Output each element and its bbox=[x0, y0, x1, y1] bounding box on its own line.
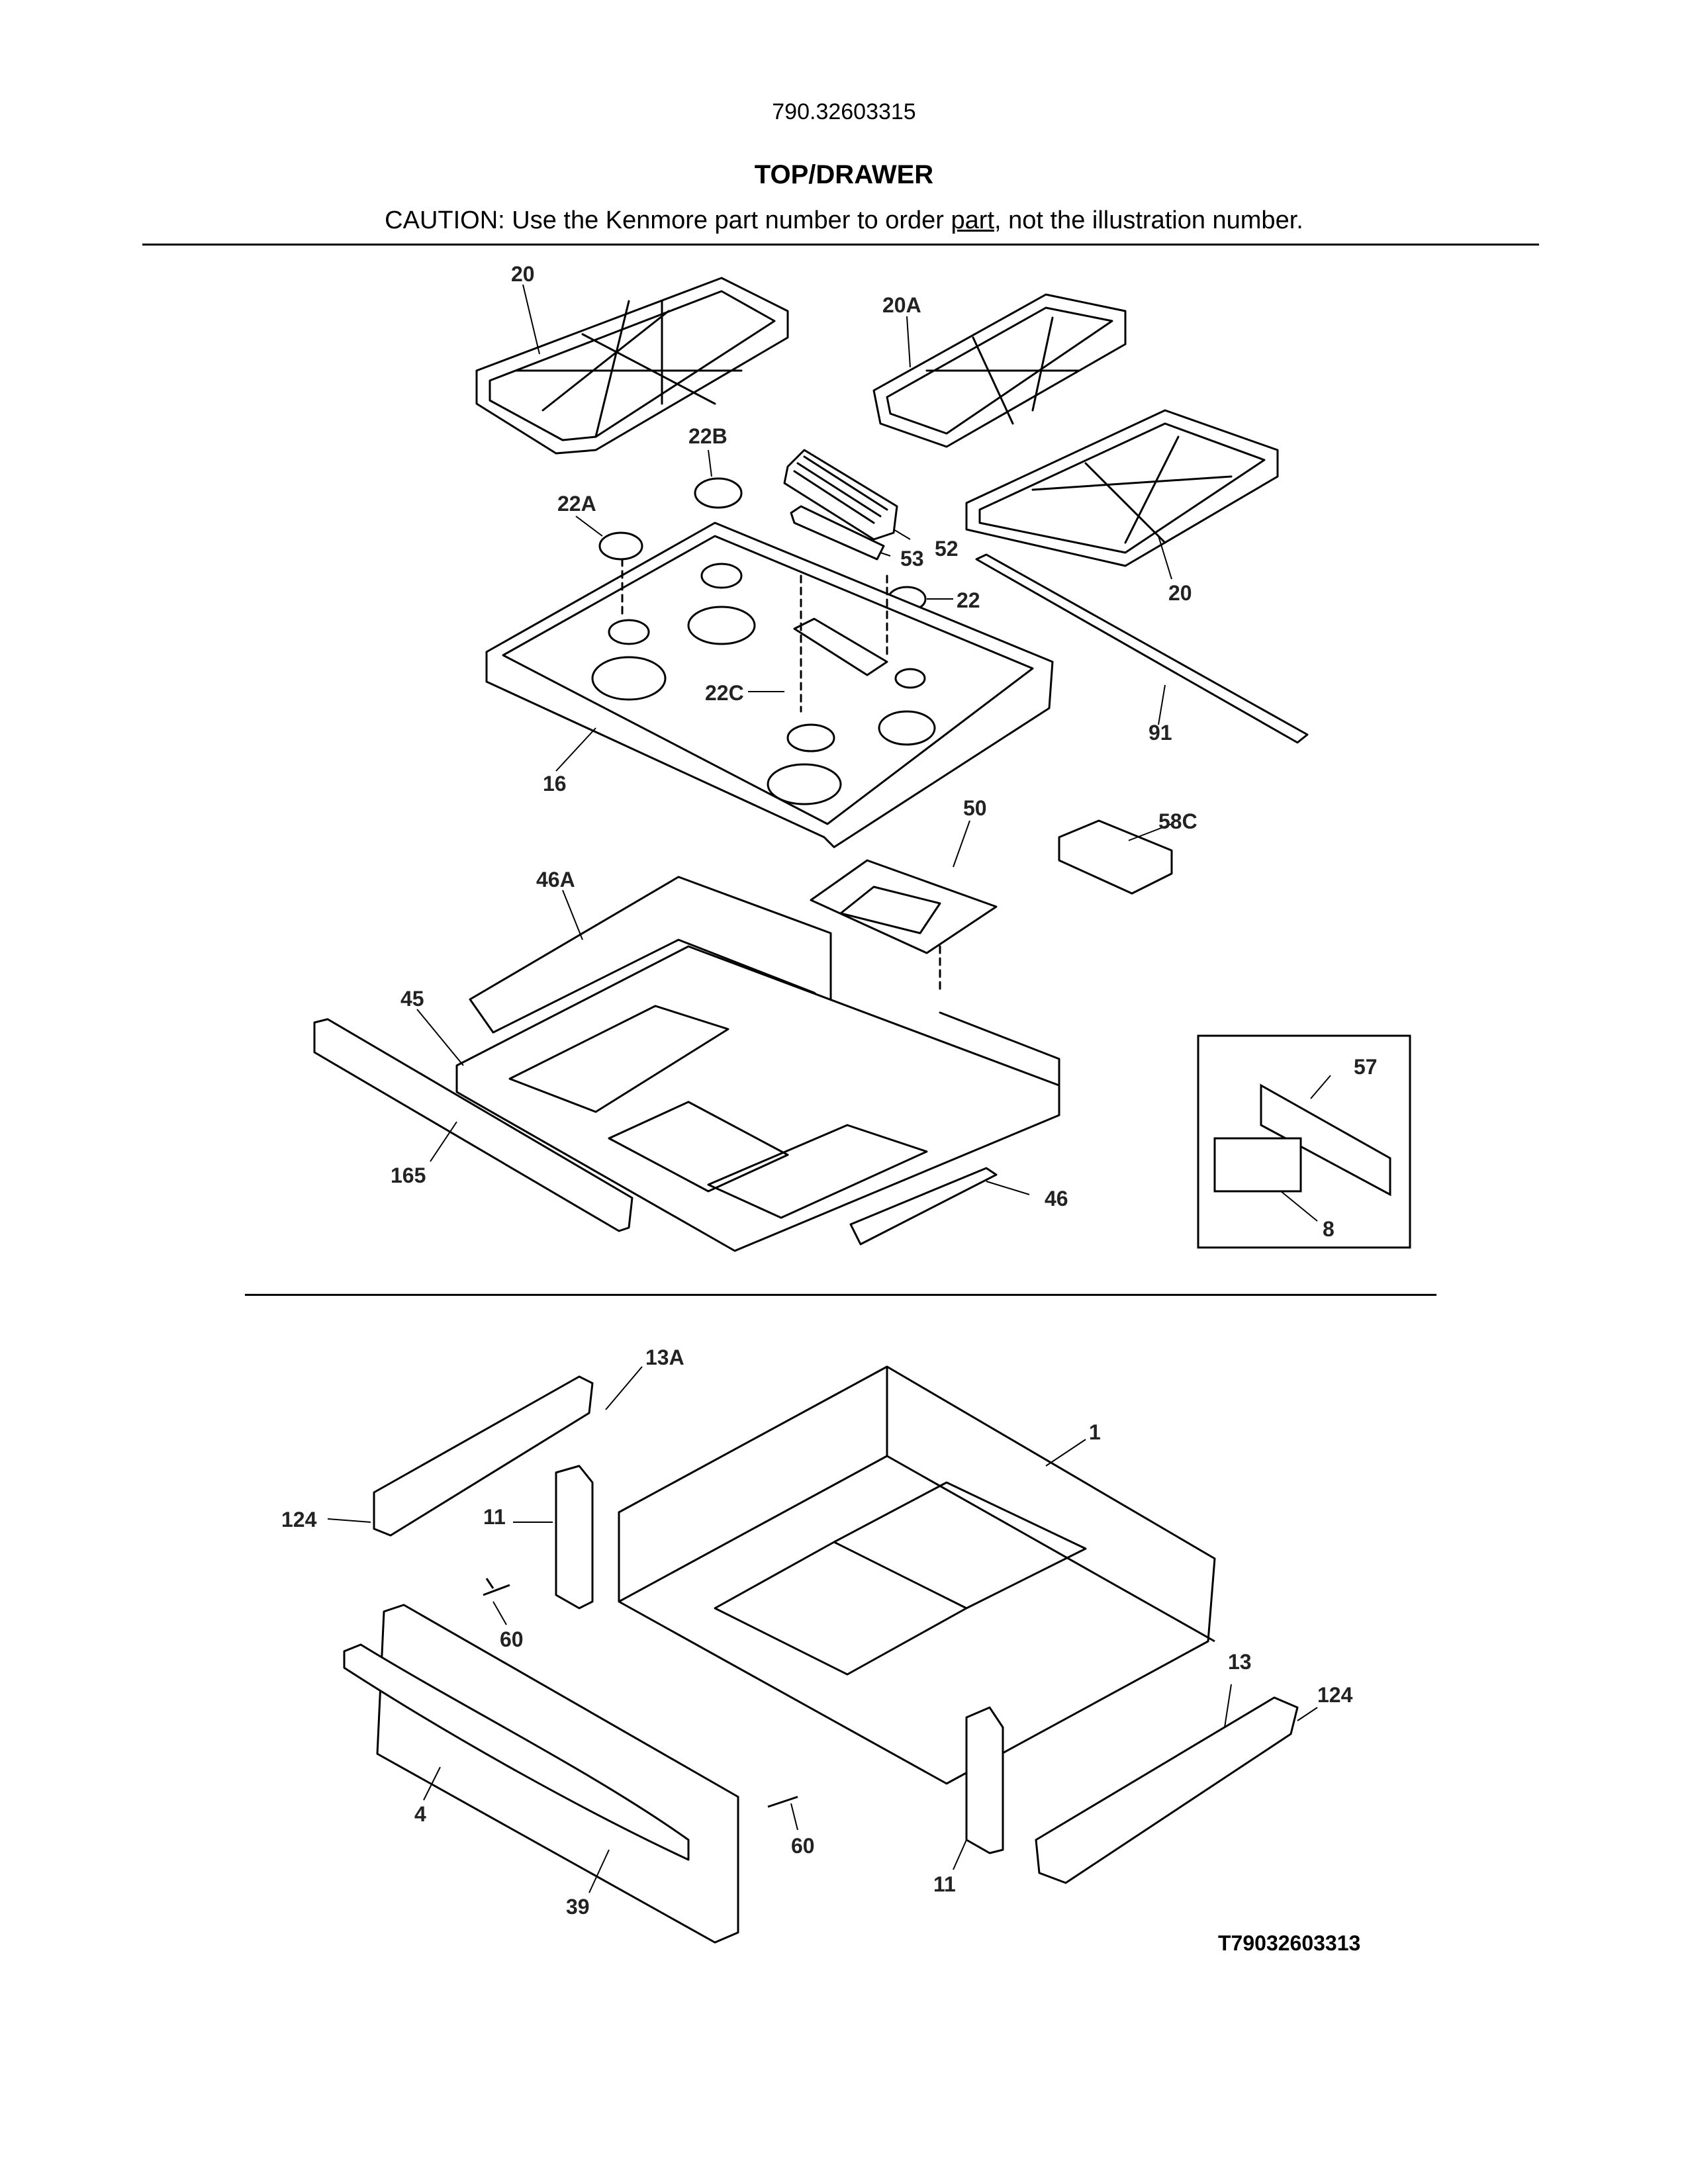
callout-58c: 58C bbox=[1158, 809, 1197, 833]
callout-53: 53 bbox=[900, 547, 924, 570]
burner-base-45 bbox=[455, 945, 1060, 1252]
model-number: 790.32603315 bbox=[772, 99, 916, 124]
callout-20a: 20A bbox=[882, 293, 921, 317]
callout-50: 50 bbox=[963, 796, 987, 820]
section-divider bbox=[245, 1294, 1436, 1296]
callout-1: 1 bbox=[1089, 1420, 1101, 1444]
callout-52: 52 bbox=[935, 537, 959, 561]
cooktop-main-top bbox=[485, 522, 1054, 848]
callout-11-right: 11 bbox=[933, 1872, 956, 1896]
callout-60-right: 60 bbox=[791, 1834, 815, 1858]
callout-4: 4 bbox=[414, 1802, 426, 1826]
callout-39: 39 bbox=[566, 1895, 590, 1919]
trim-strip bbox=[975, 553, 1309, 744]
callout-91: 91 bbox=[1149, 721, 1172, 745]
callout-11-left: 11 bbox=[483, 1505, 506, 1529]
callout-165: 165 bbox=[391, 1163, 426, 1187]
burner-grate-left bbox=[475, 277, 789, 455]
callout-20-left: 20 bbox=[511, 262, 535, 286]
callout-22b: 22B bbox=[688, 424, 727, 448]
callout-45: 45 bbox=[400, 987, 424, 1011]
callout-22: 22 bbox=[957, 588, 980, 612]
callout-8: 8 bbox=[1323, 1217, 1335, 1241]
inset-box bbox=[1197, 1034, 1411, 1249]
callout-57: 57 bbox=[1354, 1055, 1378, 1079]
bracket-58c bbox=[1058, 819, 1173, 895]
callout-13: 13 bbox=[1228, 1650, 1252, 1674]
drawing-code: T79032603313 bbox=[1218, 1931, 1361, 1955]
callout-60-left: 60 bbox=[500, 1627, 524, 1651]
callout-46a: 46A bbox=[536, 868, 575, 891]
drawer-bracket-right bbox=[965, 1706, 1004, 1854]
callout-124-left: 124 bbox=[281, 1508, 317, 1531]
burner-cap-22a bbox=[598, 531, 643, 561]
screw-60-left bbox=[483, 1578, 510, 1596]
drawer-box bbox=[618, 1365, 1216, 1785]
callout-22c: 22C bbox=[705, 681, 744, 705]
screw-60-right bbox=[767, 1796, 798, 1808]
burner-grate-center bbox=[872, 293, 1127, 448]
burner-grate-right bbox=[965, 409, 1279, 567]
rail-165 bbox=[313, 1018, 633, 1232]
header-divider bbox=[142, 244, 1539, 246]
callout-16: 16 bbox=[543, 772, 567, 796]
callout-22a: 22A bbox=[557, 492, 596, 516]
callout-20-right: 20 bbox=[1168, 581, 1192, 605]
drawer-slide-13a bbox=[373, 1375, 594, 1537]
caution-part-link: part bbox=[951, 206, 994, 234]
callout-labels: 20 20A 22B 22A 52 53 22 20 22C 91 16 50 … bbox=[281, 262, 1378, 1919]
section-title: TOP/DRAWER bbox=[754, 160, 934, 189]
caution-prefix: CAUTION: Use the Kenmore part number to … bbox=[385, 206, 951, 234]
caution-text: CAUTION: Use the Kenmore part number to … bbox=[0, 206, 1688, 235]
drawer-front bbox=[343, 1604, 739, 1944]
callout-124-right: 124 bbox=[1317, 1683, 1353, 1707]
callout-13a: 13A bbox=[645, 1345, 684, 1369]
side-rail-46 bbox=[849, 1167, 998, 1246]
drawer-bracket-left bbox=[555, 1465, 594, 1610]
caution-suffix: , not the illustration number. bbox=[994, 206, 1303, 234]
callout-46: 46 bbox=[1045, 1187, 1068, 1210]
burner-cap-22b bbox=[694, 477, 743, 509]
grill-cover bbox=[783, 449, 898, 541]
drawer-slide-13 bbox=[1035, 1696, 1299, 1884]
burner-box-50 bbox=[810, 859, 998, 954]
leader-lines bbox=[327, 284, 1331, 1893]
